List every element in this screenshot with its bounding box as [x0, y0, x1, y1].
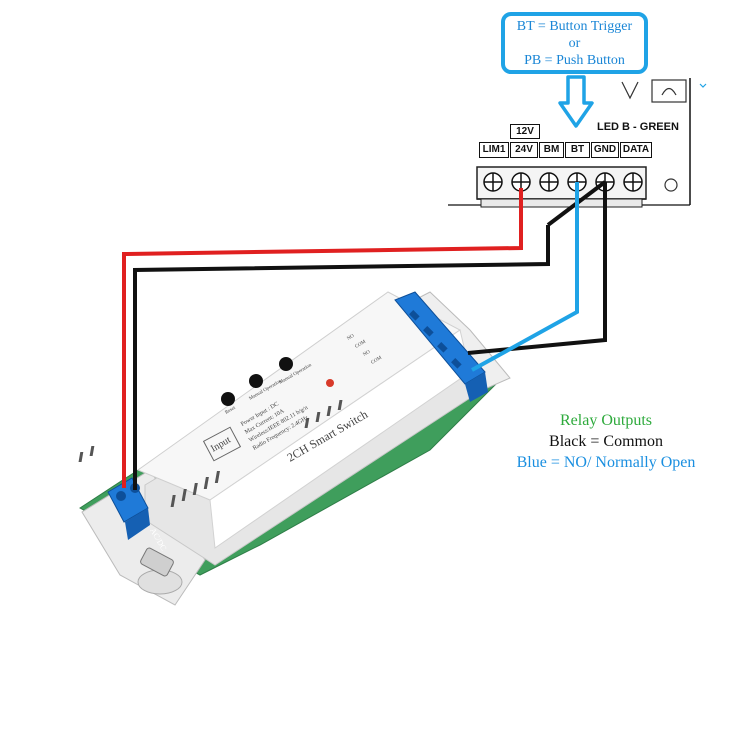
reset-button-label: Reset	[225, 406, 238, 416]
relay-module	[78, 291, 511, 606]
terminal-label-data: DATA	[620, 142, 652, 158]
status-led	[326, 379, 334, 387]
terminal-label-24v: 24V	[510, 142, 538, 158]
callout-line-2: or	[568, 35, 581, 51]
terminal-screw-bm	[539, 172, 559, 192]
board-component-mark	[621, 81, 639, 100]
terminal-label-gnd: GND	[591, 142, 619, 158]
manual-operation-button-1[interactable]	[249, 374, 263, 388]
micro-usb-port	[140, 547, 174, 577]
reset-button[interactable]	[221, 392, 235, 406]
legend-title: Relay Outputs	[560, 412, 652, 429]
callout-arrow	[558, 75, 594, 128]
terminal-screw-data	[623, 172, 643, 192]
manual-operation-button-2[interactable]	[279, 357, 293, 371]
legend-black-common: Black = Common	[549, 433, 663, 450]
callout-line-1: BT = Button Trigger	[516, 18, 633, 34]
relay-vents	[78, 400, 343, 507]
wire-blue	[471, 182, 579, 372]
board-name: LED B - GREEN	[597, 121, 679, 133]
wire-red	[122, 188, 523, 488]
wires	[122, 180, 607, 490]
relay-outputs-legend: Relay Outputs Black = Common Blue = NO/ …	[486, 410, 726, 473]
callout-box: BT = Button Trigger or PB = Push Button	[501, 12, 648, 74]
output-terminal-label-1: NO	[347, 334, 356, 342]
board-mounting-hole	[664, 178, 678, 192]
terminal-block	[476, 166, 647, 208]
output-terminal-label-4: COM	[371, 355, 384, 365]
terminal-label-bm: BM	[539, 142, 564, 158]
board-component-rect	[651, 79, 687, 103]
legend-blue-no: Blue = NO/ Normally Open	[516, 454, 696, 471]
voltage-label: 12V	[510, 124, 540, 139]
relay-mounting-ear-left	[81, 469, 206, 606]
output-terminal	[394, 291, 488, 402]
terminal-screw-lim1	[483, 172, 503, 192]
input-label-box	[202, 426, 242, 462]
wire-black-to-relay	[467, 182, 607, 355]
callout-line-3: PB = Push Button	[524, 52, 625, 68]
output-terminal-label-2: COM	[355, 339, 368, 349]
wire-black-common	[133, 225, 550, 490]
output-terminal-label-3: NO	[363, 350, 372, 358]
terminal-label-bt: BT	[565, 142, 590, 158]
terminal-label-lim1: LIM1	[479, 142, 509, 158]
